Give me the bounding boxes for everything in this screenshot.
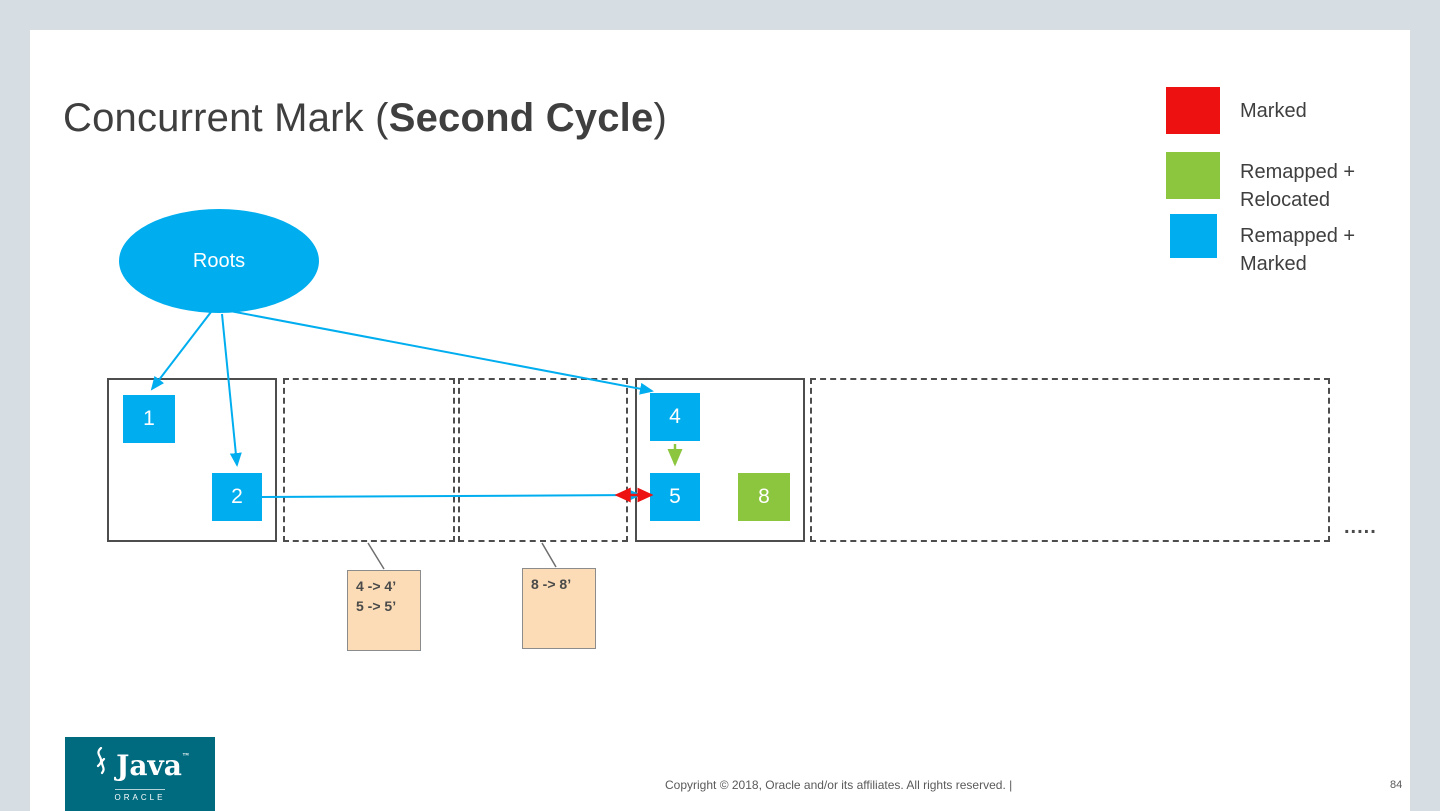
legend-label-remapped-marked: Remapped + Marked bbox=[1240, 225, 1356, 275]
heap-region-5-empty bbox=[810, 378, 1330, 542]
object-8: 8 bbox=[738, 473, 790, 521]
object-5: 5 bbox=[650, 473, 700, 521]
legend-swatch-remapped-marked bbox=[1170, 214, 1217, 258]
legend-label-remapped-relocated: Remapped + Relocated bbox=[1240, 161, 1356, 211]
roots-node: Roots bbox=[119, 209, 319, 313]
forwarding-table-1: 4 -> 4’ 5 -> 5’ bbox=[347, 570, 421, 651]
page-title: Concurrent Mark (Second Cycle) bbox=[63, 96, 667, 141]
java-logo-block: Java™ ORACLE bbox=[65, 737, 215, 811]
heap-region-3-empty bbox=[458, 378, 628, 542]
legend-swatch-marked bbox=[1166, 87, 1220, 134]
title-prefix: Concurrent Mark ( bbox=[63, 96, 389, 140]
forwarding-table-2: 8 -> 8’ bbox=[522, 568, 596, 649]
title-emphasis: Second Cycle bbox=[388, 96, 654, 140]
heap-continues-ellipsis: ..... bbox=[1344, 516, 1377, 538]
java-tm-mark: ™ bbox=[181, 750, 190, 761]
object-4: 4 bbox=[650, 393, 700, 441]
object-2: 2 bbox=[212, 473, 262, 521]
java-steam-icon bbox=[90, 746, 110, 785]
legend-label-marked: Marked bbox=[1240, 100, 1307, 122]
object-1: 1 bbox=[123, 395, 175, 443]
oracle-wordmark: ORACLE bbox=[114, 789, 166, 802]
page-number: 84 bbox=[1390, 779, 1403, 791]
heap-region-2-empty bbox=[283, 378, 455, 542]
java-wordmark: Java™ bbox=[116, 748, 190, 782]
copyright-text: Copyright © 2018, Oracle and/or its affi… bbox=[665, 778, 1013, 792]
legend-swatch-remapped-relocated bbox=[1166, 152, 1220, 199]
title-suffix: ) bbox=[653, 96, 667, 140]
